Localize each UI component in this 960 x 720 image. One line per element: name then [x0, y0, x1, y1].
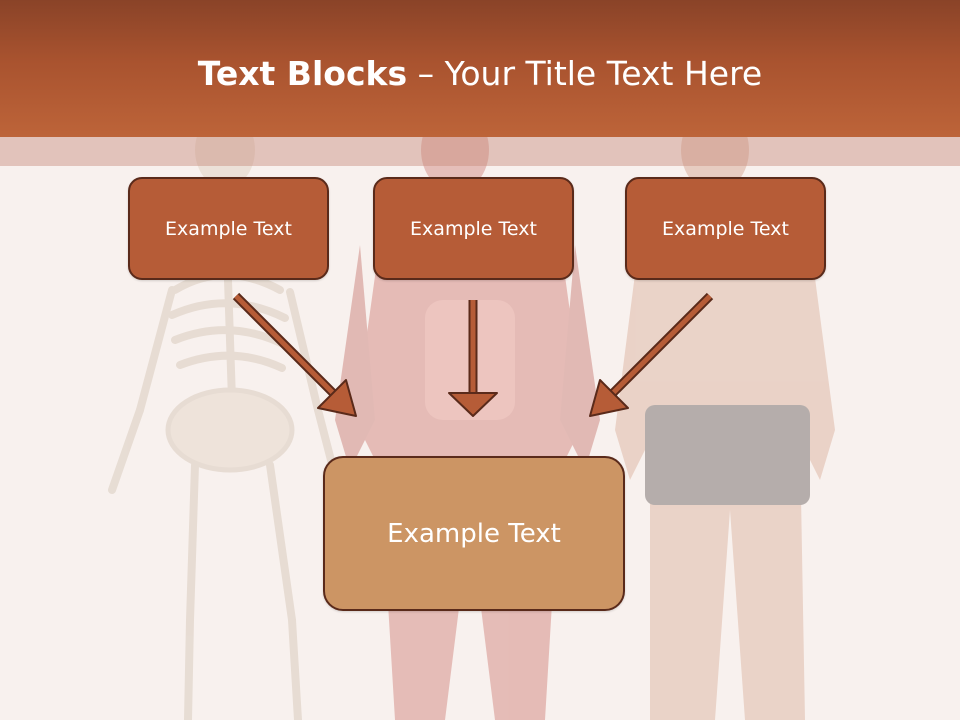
- text-block-2-label: Example Text: [410, 217, 537, 240]
- slide-title[interactable]: Text Blocks – Your Title Text Here: [0, 52, 960, 96]
- text-block-main-label: Example Text: [387, 518, 561, 549]
- text-block-main[interactable]: Example Text: [323, 456, 625, 611]
- text-block-3[interactable]: Example Text: [625, 177, 826, 280]
- text-block-3-label: Example Text: [662, 217, 789, 240]
- title-rest: Your Title Text Here: [444, 54, 763, 93]
- title-bar: [0, 0, 960, 137]
- title-bold: Text Blocks: [197, 54, 408, 93]
- title-separator: –: [407, 54, 445, 93]
- text-block-2[interactable]: Example Text: [373, 177, 574, 280]
- text-block-1-label: Example Text: [165, 217, 292, 240]
- text-block-1[interactable]: Example Text: [128, 177, 329, 280]
- header-band: [0, 137, 960, 166]
